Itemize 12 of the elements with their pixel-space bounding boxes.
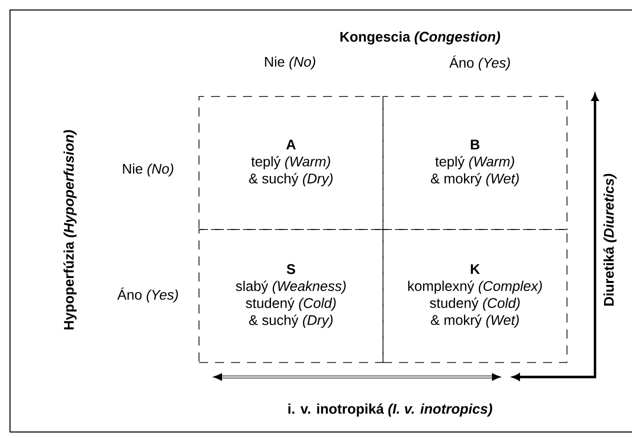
column-label: Nie (No): [265, 56, 316, 70]
quadrant-box: K komplexný (Complex) studený (Cold) & mokrý (Wet): [382, 229, 568, 363]
quadrant-box: S slabý (Weakness) studený (Cold) & suchý (Dry): [198, 229, 384, 363]
axis-title: Hypoperfúzia (Hypoperfusion): [63, 130, 77, 330]
axis-title: i. v. inotropiká (I. v. inotropics): [288, 403, 492, 417]
axis-title: Diuretiká (Diuretics): [603, 174, 617, 306]
row-label: Nie (No): [123, 163, 174, 177]
row-label: Áno (Yes): [117, 287, 178, 303]
quadrant-box: A teplý (Warm) & suchý (Dry): [198, 96, 384, 230]
quadrant-box: B teplý (Warm) & mokrý (Wet): [382, 96, 568, 230]
column-label: Áno (Yes): [449, 55, 510, 71]
axis-title: Kongescia (Congestion): [340, 31, 500, 45]
